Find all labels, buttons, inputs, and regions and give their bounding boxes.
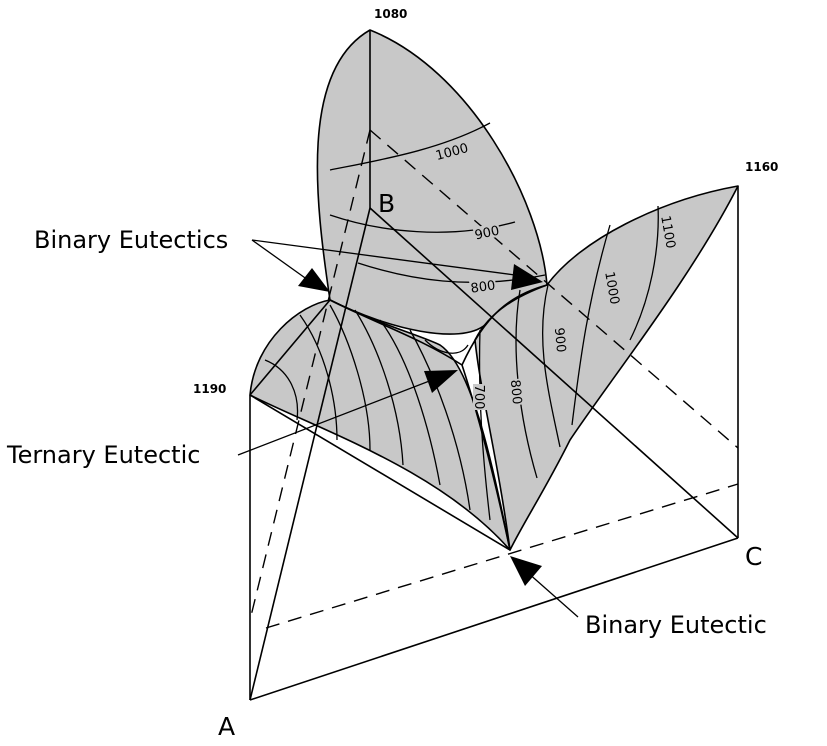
- isotherm-label-c-800: 800: [507, 378, 525, 405]
- callout-ternary-eutectic: Ternary Eutectic: [6, 441, 200, 469]
- svg-text:800: 800: [507, 379, 524, 405]
- melting-point-b: 1080: [374, 7, 407, 21]
- liquidus-surface-a: [250, 300, 510, 550]
- svg-text:900: 900: [551, 327, 568, 353]
- vertex-label-b: B: [378, 189, 395, 218]
- isotherm-label-c-700: 700: [471, 384, 487, 410]
- svg-text:700: 700: [471, 385, 486, 410]
- melting-point-c: 1160: [745, 160, 778, 174]
- callout-binary-eutectics: Binary Eutectics: [34, 226, 228, 254]
- isotherm-label-c-900: 900: [551, 326, 569, 353]
- dashed-a-to-c: [266, 484, 738, 628]
- vertex-label-c: C: [745, 542, 762, 571]
- vertex-label-a: A: [218, 712, 235, 741]
- melting-point-a: 1190: [193, 382, 226, 396]
- arrow-binary-eutectic: [527, 572, 578, 617]
- callout-binary-eutectic: Binary Eutectic: [585, 611, 767, 639]
